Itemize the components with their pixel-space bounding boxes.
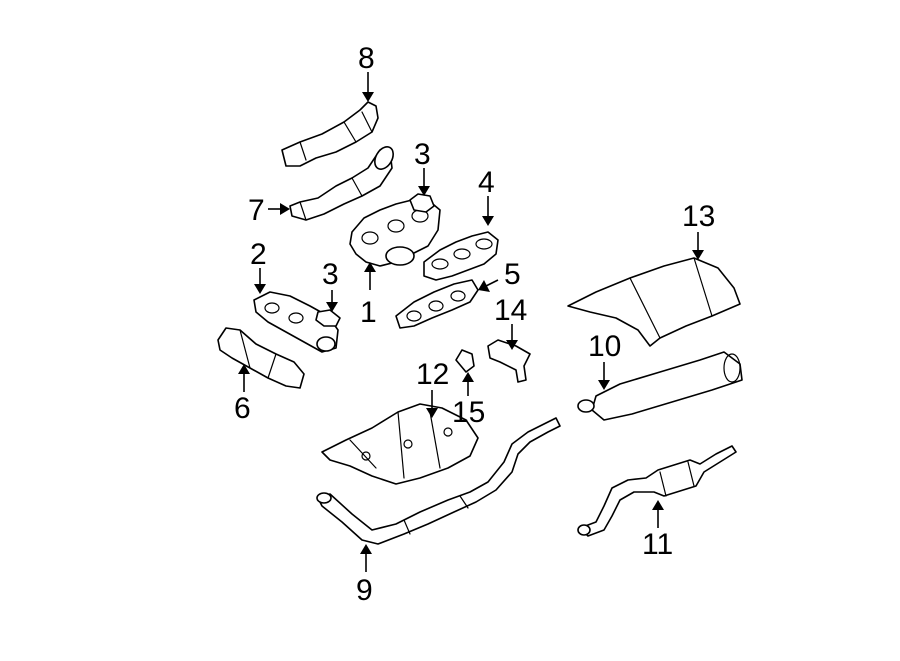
part-1-exhaust-manifold-right[interactable] <box>349 199 441 267</box>
callout-14: 14 <box>494 294 527 327</box>
part-5-manifold-gasket[interactable] <box>395 279 479 329</box>
callout-numbers: 8 7 3 4 1 5 2 3 6 14 15 12 13 10 9 11 <box>234 42 715 607</box>
callout-11: 11 <box>642 528 673 561</box>
callout-3-lower: 3 <box>322 258 339 291</box>
leader-lines <box>238 72 704 572</box>
callout-10: 10 <box>588 330 621 363</box>
part-10-muffler[interactable] <box>577 351 743 421</box>
callout-13: 13 <box>682 200 715 233</box>
part-4-exhaust-manifold-left[interactable] <box>423 231 499 281</box>
callout-4: 4 <box>478 166 495 199</box>
callout-12: 12 <box>416 358 449 391</box>
part-14-hanger-bracket[interactable] <box>487 339 531 383</box>
part-15-insulator[interactable] <box>455 349 475 373</box>
part-3-gasket-upper[interactable] <box>409 193 435 213</box>
part-6-manifold-heat-shield[interactable] <box>217 327 305 389</box>
callout-2: 2 <box>250 238 267 271</box>
callout-15: 15 <box>452 396 485 429</box>
callout-5: 5 <box>504 258 521 291</box>
callout-8: 8 <box>358 42 375 75</box>
part-3-gasket-lower[interactable] <box>315 309 341 327</box>
callout-7: 7 <box>248 194 265 227</box>
callout-3-upper: 3 <box>414 138 431 171</box>
part-9-front-pipe-converter[interactable] <box>316 417 561 545</box>
part-11-resonator-tailpipe[interactable] <box>577 445 737 537</box>
part-8-heat-shield[interactable] <box>281 101 379 167</box>
callout-6: 6 <box>234 392 251 425</box>
part-2-exhaust-manifold[interactable] <box>253 291 339 353</box>
part-7-crossover-pipe[interactable] <box>289 144 397 221</box>
callout-9: 9 <box>356 574 373 607</box>
callout-1: 1 <box>360 296 377 329</box>
part-12-underbody-heat-shield[interactable] <box>321 403 479 485</box>
part-13-rear-heat-shield[interactable] <box>567 257 741 347</box>
